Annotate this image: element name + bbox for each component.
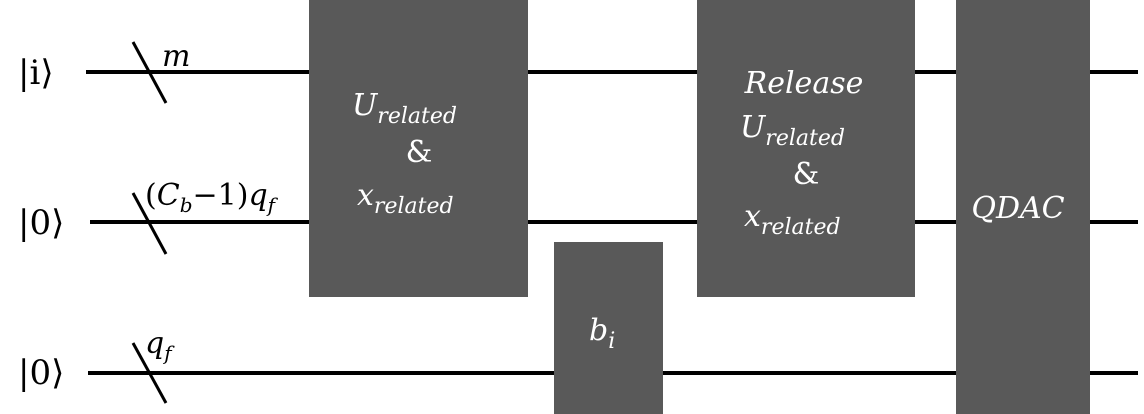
- gate-b-label: bi: [589, 313, 615, 354]
- register-slash-3: [131, 342, 168, 404]
- gate-related-and: &: [406, 135, 433, 170]
- gate-qdac-label: QDAC: [971, 191, 1064, 226]
- gate-b: [554, 242, 663, 414]
- gate-release: [697, 0, 915, 297]
- register-slash-2: [131, 192, 168, 255]
- input-ket-2: |0⟩: [18, 203, 64, 243]
- gate-release-title: Release: [744, 66, 864, 101]
- input-ket-3: |0⟩: [18, 353, 64, 393]
- gate-related: [309, 0, 528, 297]
- register-size-2: (Cb−1)qf: [145, 178, 279, 217]
- gate-related-u: Urelated: [352, 88, 457, 129]
- gate-release-x: xrelated: [744, 199, 841, 240]
- gate-related-x: xrelated: [357, 178, 454, 219]
- gate-release-u: Urelated: [740, 110, 845, 151]
- register-size-1: m: [162, 39, 190, 74]
- gate-release-and: &: [793, 157, 820, 192]
- gate-qdac: [956, 0, 1090, 414]
- register-size-3: qf: [145, 326, 175, 365]
- register-slash-1: [131, 41, 168, 104]
- input-ket-1: |i⟩: [18, 53, 54, 93]
